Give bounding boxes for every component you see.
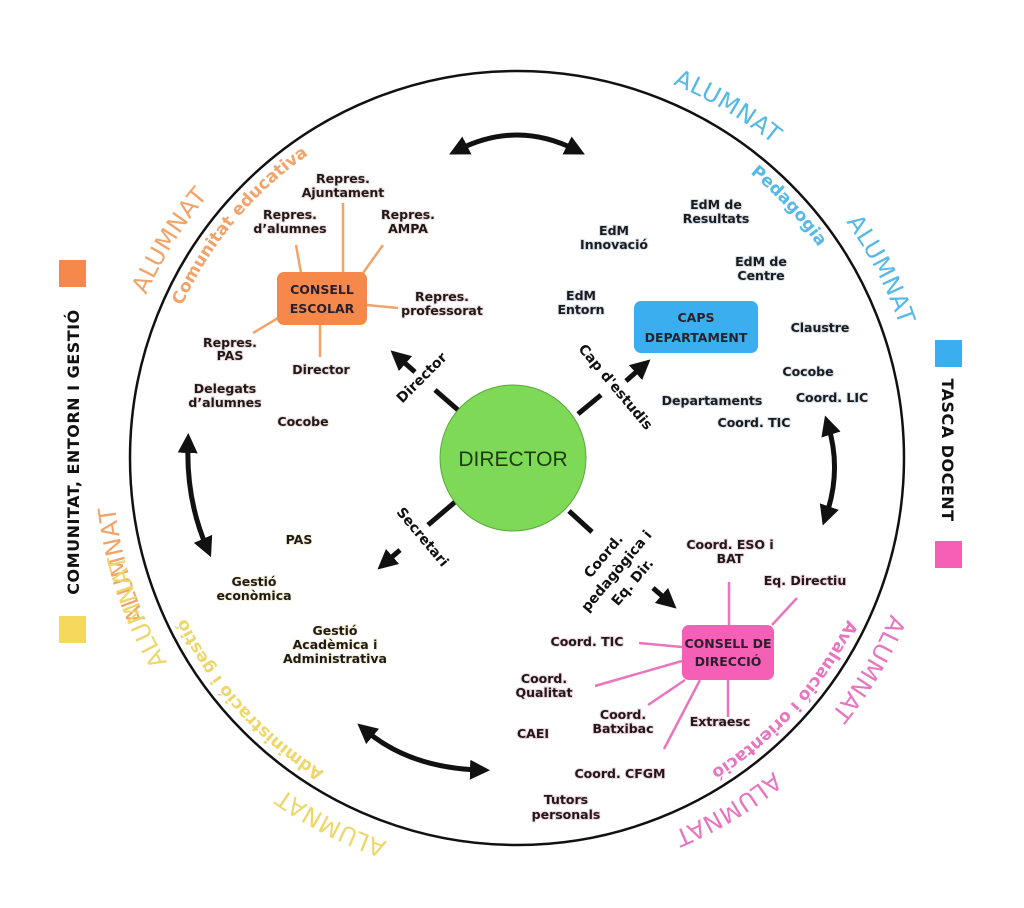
legend-swatch-blue	[935, 340, 962, 367]
item-caei[interactable]: CAEI	[516, 725, 550, 742]
arrow-to-consell-escolar	[390, 350, 417, 374]
item-coord-tic-pink[interactable]: Coord. TIC	[550, 633, 625, 650]
item-repres-ampa[interactable]: Repres.AMPA	[380, 206, 436, 237]
legend-swatch-yellow	[59, 616, 86, 643]
legend-right-label: TASCA DOCENT	[938, 378, 957, 521]
alumnat-blue-1: ALUMNAT	[670, 64, 787, 149]
arrow-to-caps	[624, 359, 651, 383]
arrow-to-consell-direccio	[651, 586, 677, 609]
cycle-arrows	[177, 132, 841, 780]
item-repres-professorat[interactable]: Repres.professorat	[400, 288, 484, 319]
legend-right: TASCA DOCENT	[935, 340, 962, 568]
item-coord-qualitat[interactable]: Coord.Qualitat	[515, 670, 574, 701]
item-repres-pas[interactable]: Repres.PAS	[202, 334, 258, 364]
item-claustre[interactable]: Claustre	[790, 319, 851, 336]
item-eq-directiu[interactable]: Eq. Directiu	[763, 572, 847, 589]
outer-circle	[128, 69, 906, 847]
spoke-bottom-left	[426, 500, 457, 527]
item-repres-alumnes[interactable]: Repres.d’alumnes	[252, 206, 327, 237]
caps-label-1: CAPS	[677, 310, 714, 325]
arrow-bottom-curved	[357, 723, 490, 780]
alumnat-pink-2: ALUMNAT	[671, 767, 788, 852]
item-coord-lic[interactable]: Coord. LIC	[795, 389, 869, 406]
item-repres-ajuntament[interactable]: Repres.Ajuntament	[301, 170, 386, 201]
consell-direccio-box[interactable]	[682, 625, 774, 680]
item-director[interactable]: Director	[291, 361, 351, 378]
arrow-left-curved	[177, 433, 213, 558]
item-cocobe-left[interactable]: Cocobe	[276, 413, 329, 430]
arc-pedagogia: Pedagogia	[747, 162, 831, 250]
spoke-bottom-right	[567, 509, 594, 534]
spoke-top-right	[576, 393, 603, 416]
axis-cap-estudis: Cap d'estudis	[575, 341, 656, 433]
caps-departament-box[interactable]	[634, 301, 758, 353]
legend-swatch-orange	[59, 260, 86, 287]
director-circle[interactable]	[439, 384, 587, 532]
alumnat-blue-2: ALUMNAT	[841, 209, 920, 328]
legend-swatch-pink	[935, 541, 962, 568]
consell-escolar-label-1: CONSELL	[290, 282, 354, 297]
caps-label-2: DEPARTAMENT	[645, 330, 748, 345]
item-departaments[interactable]: Departaments	[661, 392, 764, 409]
consell-direccio-label-1: CONSELL DE	[685, 636, 772, 651]
consell-escolar-box[interactable]	[277, 272, 367, 325]
arrow-right-curved	[819, 415, 841, 526]
consell-direccio-label-2: DIRECCIÓ	[695, 654, 762, 669]
item-coord-cfgm[interactable]: Coord. CFGM	[574, 765, 667, 782]
item-cocobe-right[interactable]: Cocobe	[781, 363, 834, 380]
comunitat-items: Repres.Ajuntament Repres.d’alumnes Repre…	[187, 170, 484, 430]
arrow-to-gestio	[377, 548, 402, 570]
consell-escolar-label-2: ESCOLAR	[290, 301, 355, 316]
item-extraesc[interactable]: Extraesc	[689, 713, 752, 730]
center-spokes	[377, 350, 677, 609]
director-label: DIRECTOR	[458, 448, 567, 471]
arrow-top-curved	[449, 132, 585, 155]
item-coord-tic-blue[interactable]: Coord. TIC	[717, 414, 792, 431]
spoke-top-left	[433, 388, 460, 412]
item-pas[interactable]: PAS	[285, 531, 314, 548]
legend-left-label: COMUNITAT, ENTORN I GESTIÓ	[64, 309, 83, 594]
item-coord-batxibac[interactable]: Coord.Batxibac	[591, 706, 654, 737]
consell-direccio-spokes	[594, 582, 798, 750]
legend-left: COMUNITAT, ENTORN I GESTIÓ	[59, 260, 86, 643]
